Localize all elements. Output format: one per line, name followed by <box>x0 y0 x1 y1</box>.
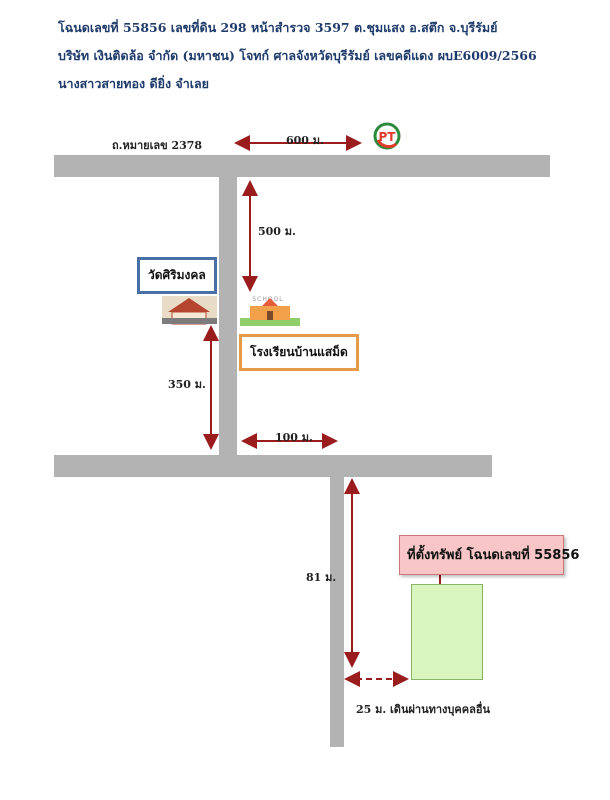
road-vertical-lower <box>330 477 344 747</box>
school-sign-text: SCHOOL <box>252 296 283 303</box>
distance-500m-label: 500 ม. <box>258 225 296 238</box>
header-line-1: โฉนดเลขที่ 55856 เลขที่ดิน 298 หน้าสำรวจ… <box>58 20 498 35</box>
road-vertical-main <box>219 177 237 457</box>
road-secondary <box>54 455 492 477</box>
distance-100m-label: 100 ม. <box>275 431 313 444</box>
road-2378 <box>54 155 550 177</box>
distance-350m-label: 350 ม. <box>168 378 206 391</box>
property-label: ที่ตั้งทรัพย์ โฉนดเลขที่ 55856 <box>407 548 580 563</box>
property-plot <box>411 584 483 680</box>
distance-600m-label: 600 ม. <box>286 134 324 147</box>
road-number-label: ถ.หมายเลข 2378 <box>112 139 203 152</box>
school-label-box: โรงเรียนบ้านแสม็ด <box>239 334 359 371</box>
temple-label-box: วัดศิริมงคล <box>137 257 217 294</box>
header-line-2: บริษัท เงินติดล้อ จำกัด (มหาชน) โจทก์ ศา… <box>58 48 537 63</box>
distance-81m-label: 81 ม. <box>306 571 337 584</box>
property-callout <box>399 535 564 575</box>
gas-logo-text: PT <box>379 130 397 144</box>
header-line-3: นางสาวสายทอง ดียิ่ง จำเลย <box>58 76 210 91</box>
distance-25m-label: 25 ม. เดินผ่านทางบุคคลอื่น <box>356 703 490 716</box>
